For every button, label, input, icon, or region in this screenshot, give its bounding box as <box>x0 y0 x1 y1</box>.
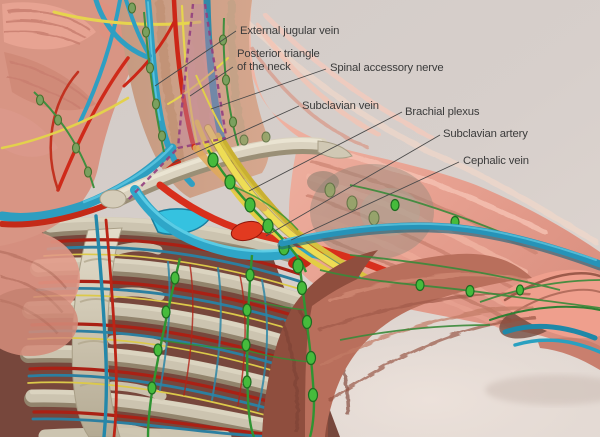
clavicle-bone <box>99 137 353 209</box>
posterior-triangle-overlay <box>125 3 228 203</box>
label-posterior-triangle-1: Posterior triangle <box>237 48 320 60</box>
artery-branch <box>183 264 194 396</box>
nerve-yellow <box>180 4 201 154</box>
arm-shadow <box>485 375 600 405</box>
pectoralis-major-muscle <box>305 253 532 437</box>
vein-branch <box>159 261 171 391</box>
label-subclavian-vein: Subclavian vein <box>302 100 379 112</box>
leader-subclavian-vein <box>172 105 300 164</box>
biceps-muscle <box>498 269 600 339</box>
leader-external-jugular-vein <box>154 30 237 87</box>
label-cephalic-vein: Cephalic vein <box>463 155 529 167</box>
leader-subclavian-artery <box>265 134 441 237</box>
acromion-bone <box>317 140 353 159</box>
leader-lines <box>154 30 460 241</box>
subclavian-jugular-trunk-vein <box>0 143 177 222</box>
vein-branch <box>211 267 222 401</box>
subclavian-vessels <box>130 119 424 290</box>
label-external-jugular-vein: External jugular vein <box>240 25 339 37</box>
lymphatics-neck <box>33 2 241 189</box>
spinal-accessory-nerve-line <box>195 74 225 133</box>
brachial-plexus-nerves <box>194 119 371 285</box>
axillary-vein <box>502 323 598 341</box>
artery-branch <box>237 274 246 406</box>
cephalic-axillary-vessels <box>277 222 600 354</box>
cephalic-vein-vessel <box>278 222 600 268</box>
leader-cephalic-vein <box>290 161 460 241</box>
labels: External jugular vein Posterior triangle… <box>237 25 529 167</box>
internal-thoracic-vein <box>94 214 109 437</box>
leader-spinal-accessory-nerve <box>210 68 327 110</box>
label-brachial-plexus: Brachial plexus <box>405 106 480 118</box>
label-posterior-triangle-2: of the neck <box>237 61 291 73</box>
internal-thoracic-artery <box>104 218 118 437</box>
label-subclavian-artery: Subclavian artery <box>443 128 528 140</box>
jugular-branch-vein <box>93 0 153 61</box>
left-shoulder-muscles <box>0 230 80 356</box>
carotid-artery <box>171 0 197 151</box>
facial-artery <box>56 56 130 192</box>
vein-branch <box>257 279 268 411</box>
triangle-dashed-border <box>125 3 228 203</box>
leader-posterior-triangle <box>189 66 234 97</box>
label-spinal-accessory-nerve: Spinal accessory nerve <box>330 62 444 74</box>
leader-brachial-plexus <box>248 111 403 192</box>
